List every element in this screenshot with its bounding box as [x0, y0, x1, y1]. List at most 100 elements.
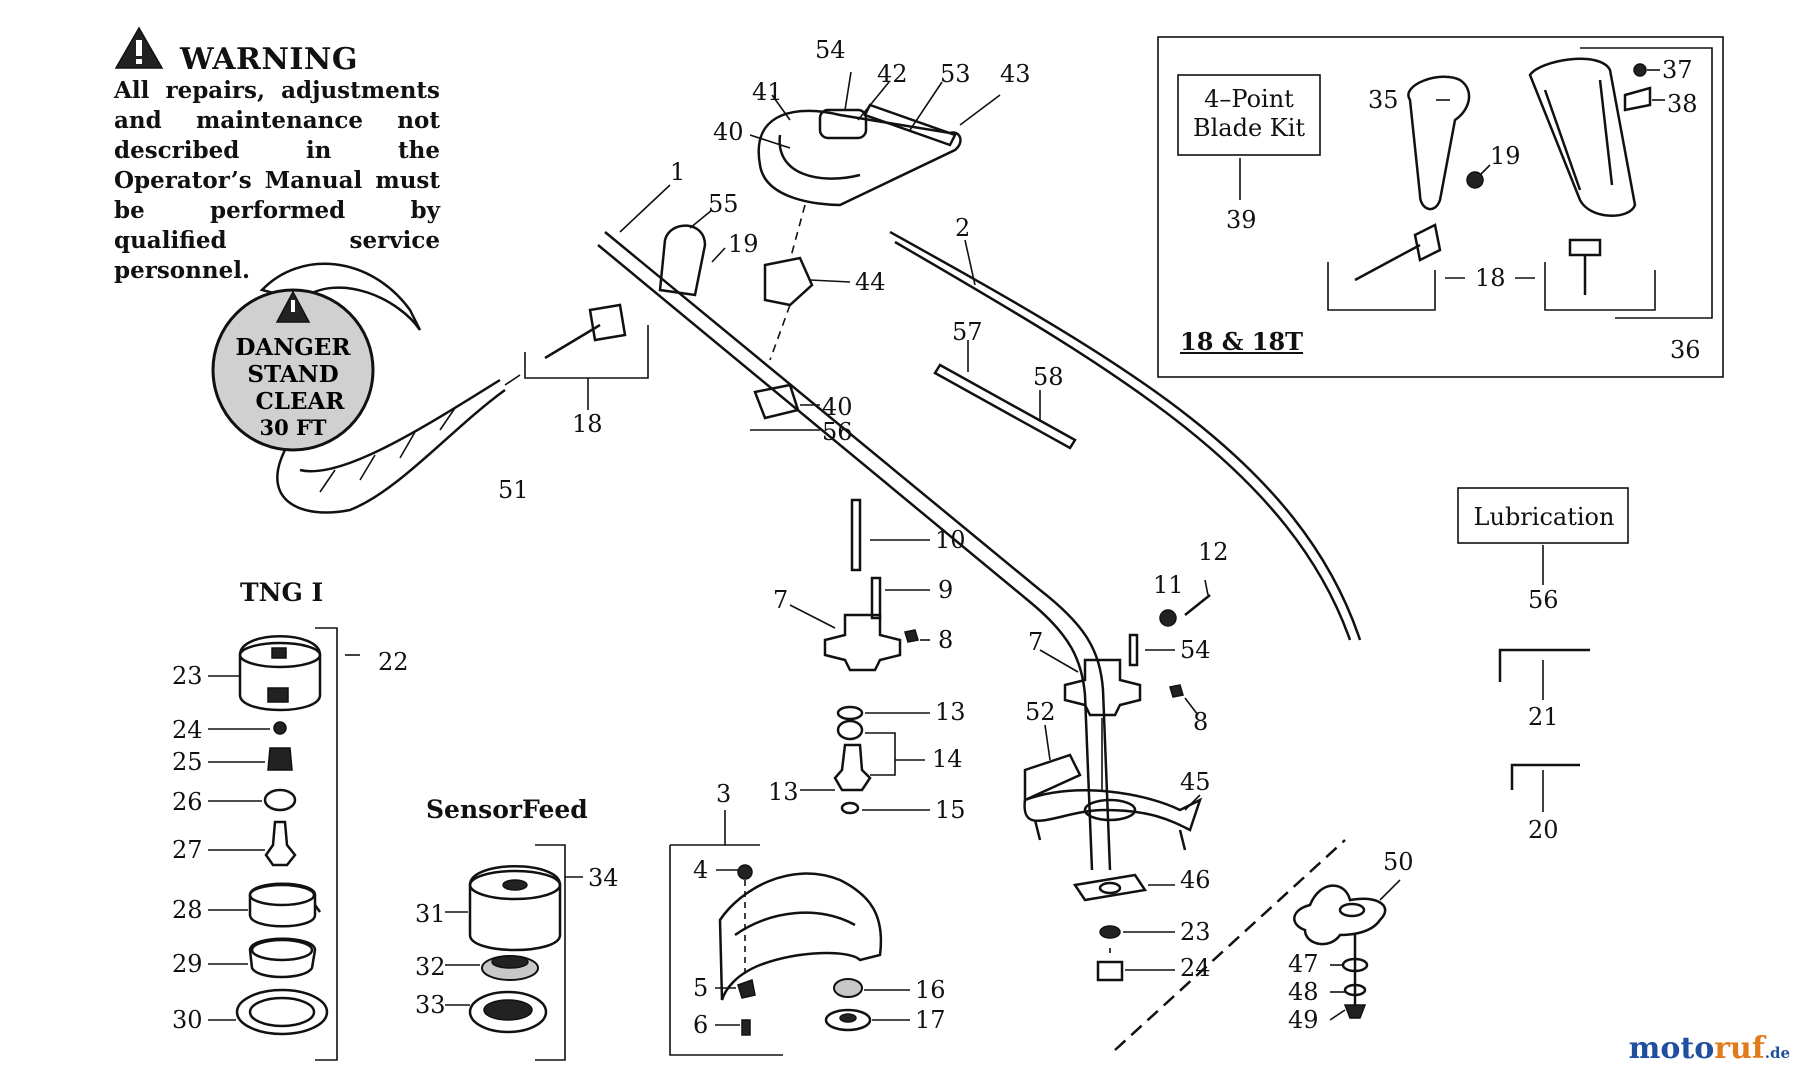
callout: 7: [1028, 628, 1043, 656]
callout: 18: [572, 410, 603, 438]
strip-parts: [933, 340, 1077, 450]
callout: 2: [955, 214, 970, 242]
callout: 33: [415, 991, 446, 1019]
warning-text: All repairs, adjustments and maintenance…: [114, 77, 440, 284]
danger-label-icon: DANGER STAND CLEAR 30 FT: [211, 288, 375, 452]
tng-trimmer-head: [208, 627, 360, 1061]
callout: 50: [1383, 848, 1414, 876]
callout: 8: [1193, 708, 1208, 736]
lubrication-group: [1457, 487, 1629, 812]
clamp-parts: [658, 209, 851, 361]
callout: 11: [1153, 571, 1184, 599]
callout: 36: [1670, 336, 1701, 364]
callout: 56: [1528, 586, 1559, 614]
main-shaft: [597, 184, 1112, 871]
callout: 30: [172, 1006, 203, 1034]
watermark: motoruf.de: [1628, 1031, 1790, 1066]
callout-numbers: 54 42 53 43 41 40 1 55 19 44 2 18 57 58 …: [172, 36, 1701, 1039]
callout: 13: [935, 698, 966, 726]
kit-box-line1: 4–Point: [1204, 85, 1294, 113]
callout: 8: [938, 626, 953, 654]
callout: 19: [1490, 142, 1521, 170]
danger-line-1: DANGER: [235, 334, 351, 361]
callout: 9: [938, 576, 953, 604]
callout: 51: [498, 476, 529, 504]
kit-box-footer: 18 & 18T: [1180, 327, 1304, 356]
callout: 23: [172, 662, 203, 690]
callout: 21: [1528, 703, 1559, 731]
guard-and-blade: [1023, 724, 1203, 982]
callout: 17: [915, 1006, 946, 1034]
kit-box-frame: [1157, 36, 1724, 378]
danger-line-3: CLEAR: [256, 388, 346, 415]
callout: 54: [815, 36, 846, 64]
callout: 44: [855, 268, 886, 296]
flex-cable: [889, 230, 1362, 641]
callout: 40: [822, 393, 853, 421]
callout: 26: [172, 788, 203, 816]
warning-icon: [114, 26, 164, 69]
callout: 32: [415, 953, 446, 981]
handle-assembly: [749, 71, 1001, 261]
callout: 14: [932, 745, 963, 773]
lubrication-label: Lubrication: [1473, 503, 1615, 531]
callout: 47: [1288, 950, 1319, 978]
shield-guard: [669, 810, 910, 1056]
callout: 13: [768, 778, 799, 806]
callout: 48: [1288, 978, 1319, 1006]
callout: 27: [172, 836, 203, 864]
callout: 57: [952, 318, 983, 346]
gearhead-lower: [1039, 579, 1211, 790]
callout: 28: [172, 896, 203, 924]
callout: 38: [1667, 90, 1698, 118]
bracket-18: [524, 303, 649, 410]
callout: 5: [693, 974, 708, 1002]
callout: 29: [172, 950, 203, 978]
callout: 35: [1368, 86, 1399, 114]
callout: 49: [1288, 1006, 1319, 1034]
callout: 6: [693, 1011, 708, 1039]
callout: 18: [1475, 264, 1506, 292]
harness-strap: [259, 262, 521, 514]
callout: 45: [1180, 768, 1211, 796]
callout: 20: [1528, 816, 1559, 844]
callout: 24: [172, 716, 203, 744]
callout: 12: [1198, 538, 1229, 566]
callout: 52: [1025, 698, 1056, 726]
callout: 43: [1000, 60, 1031, 88]
callout: 23: [1180, 918, 1211, 946]
callout: 25: [172, 748, 203, 776]
callout: 1: [670, 158, 685, 186]
callout: 46: [1180, 866, 1211, 894]
gearhead-upper: [789, 498, 930, 815]
callout: 54: [1180, 636, 1211, 664]
callout: 7: [773, 586, 788, 614]
sensorfeed-head: [445, 844, 583, 1061]
callout: 42: [877, 60, 908, 88]
heading-sensorfeed: SensorFeed: [426, 795, 588, 824]
callout: 56: [822, 418, 853, 446]
callout: 58: [1033, 363, 1064, 391]
callout: 22: [378, 648, 409, 676]
callout: 41: [752, 78, 783, 106]
callout: 19: [728, 230, 759, 258]
danger-line-4: 30 FT: [259, 415, 326, 440]
callout: 39: [1226, 206, 1257, 234]
warning-title: WARNING: [180, 42, 358, 77]
callout: 31: [415, 900, 446, 928]
lower-clamp: [750, 383, 820, 431]
callout: 37: [1662, 56, 1693, 84]
blade-kit: [1114, 839, 1401, 1051]
danger-line-2: STAND: [247, 361, 338, 388]
callout: 10: [935, 526, 966, 554]
heading-tng: TNG I: [240, 578, 324, 607]
callout: 34: [588, 864, 619, 892]
kit-box-line2: Blade Kit: [1192, 114, 1306, 142]
callout: 24: [1180, 954, 1211, 982]
callout: 55: [708, 190, 739, 218]
callout: 4: [693, 856, 708, 884]
callout: 16: [915, 976, 946, 1004]
callout: 3: [716, 780, 731, 808]
callout: 15: [935, 796, 966, 824]
